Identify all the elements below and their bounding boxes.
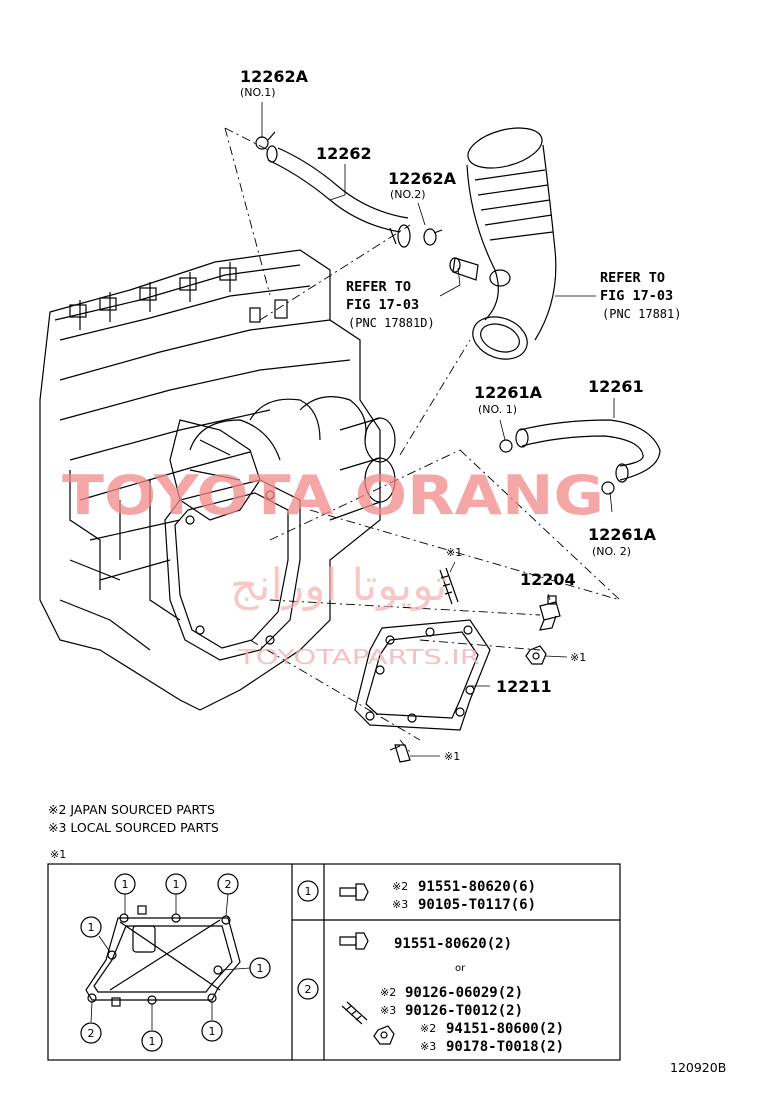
row2-mark2: ※2 [380,986,396,999]
row2-mark5: ※3 [420,1040,436,1053]
stud-icon [341,1001,368,1025]
detail-callouts: 1 1 2 1 1 2 1 1 [80,873,271,1052]
heat-insulator-12211 [354,619,491,731]
label-12261a-no1: 12261A [474,383,543,402]
watermark-site: TOYOTAPARTS.IR [237,645,481,669]
row2-part1: 91551-80620(2) [394,936,512,952]
svg-text:1: 1 [122,878,129,891]
refer-right-line1: REFER TO [600,270,665,286]
bolt-icon [339,883,369,901]
row2-part3: 90126-T0012(2) [405,1003,523,1019]
nut [525,645,547,665]
svg-text:2: 2 [305,983,312,996]
row1-mark1: ※2 [392,880,408,893]
note-mark: ※1 [50,848,66,861]
label-12262: 12262 [316,144,372,163]
bolt-icon [339,932,369,950]
engine-block [39,249,396,711]
assembly-lines [224,127,621,753]
row1-mark2: ※3 [392,898,408,911]
callout-1e: 1 [141,1030,163,1052]
row1-part2: 90105-T0117(6) [418,897,536,913]
row2-or: or [455,963,466,974]
row2-mark4: ※2 [420,1022,436,1035]
svg-text:2: 2 [225,878,232,891]
detail-drawing [85,905,241,1007]
watermark-arabic: تويوتا اورانج [230,560,447,611]
label-12262a-no1: 12262A [240,67,309,86]
watermark-main: TOYOTA ORANG [62,464,604,527]
refer-right-line3: (PNC 17881) [602,307,681,321]
table-row-2-key: 2 [297,978,319,1000]
svg-text:1: 1 [88,921,95,934]
label-12262a-no1-sub: (NO.1) [240,86,276,99]
nut-icon [373,1025,395,1045]
callout-1b: 1 [165,873,187,895]
label-12211: 12211 [496,677,552,696]
callout-1d: 1 [249,957,271,979]
detail-leaders [90,893,251,1030]
label-12261a-no1-sub: (NO. 1) [478,403,517,416]
label-12261a-no2-sub: (NO. 2) [592,545,631,558]
label-12262a-no2: 12262A [388,169,457,188]
callout-2b: 2 [80,1022,102,1044]
svg-text:1: 1 [305,885,312,898]
refer-left-line1: REFER TO [346,279,411,295]
label-12261a-no2: 12261A [588,525,657,544]
refer-left-line2: FIG 17-03 [346,297,419,313]
row2-part2: 90126-06029(2) [405,985,523,1001]
air-hose [449,127,557,360]
sensor-12204 [539,595,561,631]
refer-left-line3: (PNC 17881D) [348,316,435,330]
figure-code: 120920B [670,1060,726,1075]
callout-1c: 1 [80,916,102,938]
label-12261: 12261 [588,377,644,396]
table-row-1-key: 1 [297,880,319,902]
mark-nut: ※1 [570,651,586,664]
row2-mark3: ※3 [380,1004,396,1017]
callout-2a: 2 [217,873,239,895]
label-12262a-no2-sub: (NO.2) [390,188,426,201]
leader-lines [261,102,615,757]
callout-1f: 1 [201,1020,223,1042]
svg-text:1: 1 [149,1035,156,1048]
note-japan: ※2 JAPAN SOURCED PARTS [48,802,215,817]
svg-text:2: 2 [88,1027,95,1040]
svg-text:1: 1 [209,1025,216,1038]
note-local: ※3 LOCAL SOURCED PARTS [48,820,219,835]
callout-1a: 1 [114,873,136,895]
mark-bolt: ※1 [444,750,460,763]
row2-part5: 90178-T0018(2) [446,1039,564,1055]
row2-part4: 94151-80600(2) [446,1021,564,1037]
svg-text:1: 1 [257,962,264,975]
bolt [389,744,411,763]
svg-text:1: 1 [173,878,180,891]
row1-part1: 91551-80620(6) [418,879,536,895]
mark-stud: ※1 [446,546,462,559]
hose-12261 [499,419,661,495]
label-12204: 12204 [520,570,576,589]
fastener-table [47,863,621,1061]
clamp-12262a-no2 [423,228,443,246]
refer-right-line2: FIG 17-03 [600,288,673,304]
stud [439,567,459,605]
